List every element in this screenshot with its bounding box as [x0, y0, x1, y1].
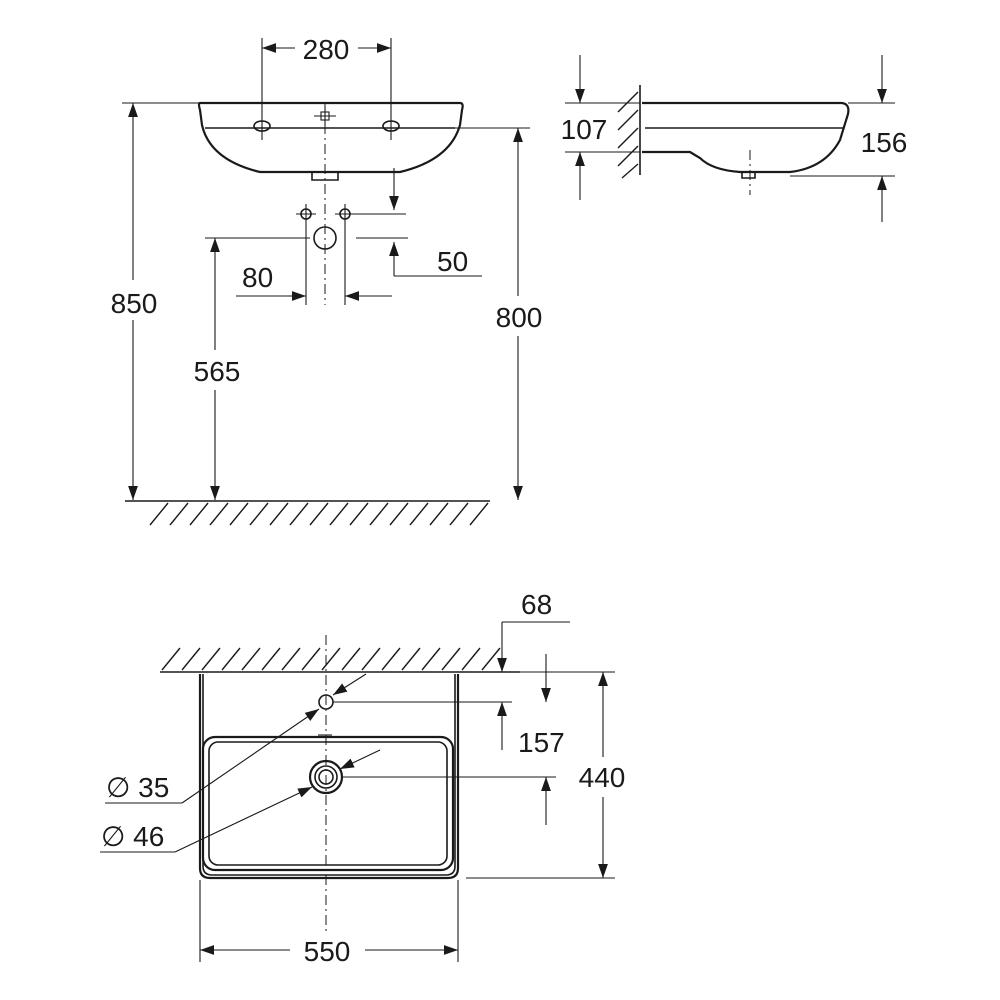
dim-565-gap: [184, 350, 248, 390]
side-basin-outline: [642, 101, 850, 174]
dim-d35-label: ∅ 35: [106, 772, 169, 803]
dim-280-label: 280: [303, 34, 350, 65]
dim-d35-leader-far: [332, 673, 367, 696]
dim-440-gap: [570, 757, 636, 797]
dim-d46-leader-far: [339, 749, 381, 770]
dim-80-label: 80: [242, 262, 273, 293]
front-view: 280 50 80 850 565 800: [100, 34, 551, 526]
dim-d46-label: ∅ 46: [101, 821, 164, 852]
dim-800-gap: [487, 296, 551, 336]
dim-68-label: 68: [521, 589, 552, 620]
top-wall-hatch: [161, 647, 501, 671]
top-view: 68 157 440 550 ∅ 35 ∅ 46: [100, 589, 636, 967]
dim-156-label: 156: [861, 127, 908, 158]
dim-157-label: 157: [518, 727, 565, 758]
floor-hatch: [149, 502, 489, 526]
dim-565-label: 565: [194, 356, 241, 387]
dim-440-label: 440: [579, 762, 626, 793]
dim-d46-leader: [174, 786, 313, 853]
top-basin-outer-inner-edge: [202, 674, 456, 876]
dim-850-gap: [100, 280, 164, 320]
top-bowl-outline: [201, 735, 455, 872]
top-basin-outer: [198, 674, 460, 880]
top-waste-middle: [314, 765, 338, 789]
front-basin-outline: [197, 101, 464, 174]
dim-850-label: 850: [111, 288, 158, 319]
dim-d35-leader: [181, 708, 320, 804]
dim-550-label: 550: [304, 936, 351, 967]
side-waste-stub: [741, 172, 756, 179]
waste-connection: [313, 226, 337, 250]
dim-800-label: 800: [496, 302, 543, 333]
dim-107-label: 107: [561, 114, 608, 145]
side-wall-hatch: [617, 91, 639, 179]
top-bowl-inner: [208, 741, 448, 866]
dim-50-label: 50: [437, 246, 468, 277]
side-view: 107 156: [561, 55, 908, 222]
